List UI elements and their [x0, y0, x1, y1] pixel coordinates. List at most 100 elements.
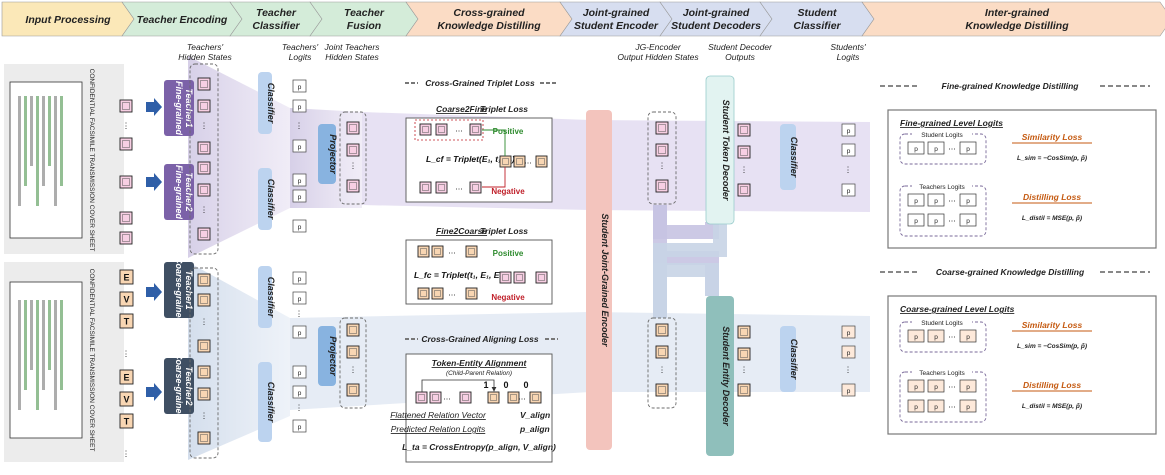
c2f-pos-3-box [469, 123, 482, 136]
doc-line-0-6 [54, 96, 57, 206]
students-logits-label: Students' [830, 42, 866, 52]
jg-coarse-3-box [655, 383, 669, 397]
f2c-anchor-3 [535, 271, 548, 284]
doc-line-1-0 [18, 300, 21, 410]
dec-coarse-out-3-box [737, 383, 751, 397]
f2c-neg-2 [431, 287, 444, 300]
dec-fine-out-3-inner [740, 186, 748, 194]
coarse-teacher-logits-cell-0-2 [959, 379, 977, 393]
coarse-hidden-6-inner [200, 434, 208, 442]
fine-teacher-logits-cell-0-0 [907, 193, 925, 207]
joint-coarse-frame [339, 317, 367, 409]
f2c-pos-2-inner [434, 248, 441, 255]
c2f-neg-3-inner [472, 184, 479, 191]
coarse-hidden-1-inner [200, 276, 208, 284]
jg-coarse-dots: ⋮ [658, 365, 666, 374]
coarse-student-logits-cell-0-2 [959, 329, 977, 343]
entity-label-1-T: T [124, 317, 130, 327]
joint-fine-3-inner [349, 182, 357, 190]
fine-kd-header: Fine-grained Knowledge Distilling [942, 81, 1080, 91]
doc-line-1-2 [30, 300, 33, 370]
fine-teacher-logits-cell-text-1-2: p [966, 218, 970, 225]
teacher-coarse2 [164, 358, 194, 414]
align-token-3 [459, 391, 472, 404]
coarse2fine-title: Coarse2Fine [436, 104, 487, 114]
coarse-hidden-dots: ⋮ [200, 317, 208, 326]
align-token-dots: ⋯ [443, 394, 451, 403]
fine-kd-level-label: Fine-grained Level Logits [900, 118, 1003, 128]
fine-hidden-1-box [197, 77, 211, 91]
triplet-loss-header: Cross-Grained Triplet Loss [425, 78, 535, 88]
fine-token-3-inner [122, 178, 130, 186]
fine-hidden-1-inner [200, 80, 208, 88]
token-entity-alignment-sub: (Child-Parent Relation) [446, 370, 512, 377]
fine-teacher-logits-cell-0-2 [959, 193, 977, 207]
fine-token-1 [119, 99, 133, 113]
fine-token-5-inner [122, 234, 130, 242]
align-entity-1-box [487, 391, 500, 404]
f2c-neg-2-box [431, 287, 444, 300]
student-coarse-logit-text-2: p [847, 350, 851, 357]
classifier-fine2-label: Classifier [266, 179, 276, 220]
student-fine-logit-dots: ⋮ [844, 165, 852, 174]
phase-title-7: Joint-grained [683, 7, 750, 19]
fine-teacher-logit-4 [292, 173, 307, 187]
f2c-neg-1-box [417, 287, 430, 300]
doc-line-1-6 [54, 300, 57, 410]
teachers-logits-label: Teachers' [282, 42, 319, 52]
c2f-anchor-3-inner [538, 158, 545, 165]
dec-coarse-out-2-inner [740, 350, 748, 358]
align-val-3: 0 [523, 380, 528, 390]
align-entity-dots: ⋯ [518, 394, 526, 403]
coarse-hidden-dots-2: ⋮ [200, 411, 208, 420]
fine-token-4-inner [122, 214, 130, 222]
fine-hidden-5-inner [200, 186, 208, 194]
student-joint-encoder [586, 110, 612, 450]
jg-fine-3 [655, 179, 669, 193]
projector-coarse [318, 326, 336, 386]
fine-hidden-4 [197, 161, 211, 175]
student-coarse-logit-3 [841, 383, 856, 397]
fine-similarity-loss-label: Similarity Loss [1022, 132, 1083, 142]
doc-line-0-0 [18, 96, 21, 206]
fine-teacher-logits-cell-text-0-0: p [914, 198, 918, 205]
c2f-anchor-1-inner [502, 158, 509, 165]
jg-encoder-output-label-2: Output Hidden States [617, 52, 699, 62]
phase-title-9: Inter-grained [985, 7, 1050, 19]
coarse-teacher-logits-cell-text-0-2: p [966, 384, 970, 391]
align-val-2: 0 [503, 380, 508, 390]
c2f-pos-dots: ⋯ [455, 126, 463, 135]
fine-token-5-box [119, 231, 133, 245]
doc-line-0-7 [60, 96, 63, 186]
student-joint-encoder-label: Student Joint-Grained Encoder [600, 213, 610, 347]
fine-teacher-logits-cell-1-1 [927, 213, 945, 227]
align-token-3-box [459, 391, 472, 404]
jg-fine-3-box [655, 179, 669, 193]
fine-teacher-logit-text-4: p [298, 178, 302, 185]
fine-hidden-states-frame [189, 63, 219, 255]
coarse-teacher-logits-cell-1-1 [927, 399, 945, 413]
fine-teacher-logit-text-3: p [298, 144, 302, 151]
dec-fine-out-1-inner [740, 126, 748, 134]
dec-fine-out-1 [737, 123, 751, 137]
fine-teacher-logits-cell-text-1-1: p [934, 218, 938, 225]
coarse-kd-header: Coarse-grained Knowledge Distilling [936, 267, 1085, 277]
doc-line-1-4 [42, 300, 45, 390]
fine2coarse-title: Fine2Coarse [436, 226, 487, 236]
coarse-similarity-loss-formula: L_sim = −CosSim(p, p̂) [1017, 342, 1087, 350]
c2f-pos-1-box [419, 123, 432, 136]
input-arrow-4 [146, 383, 162, 401]
align-entity-1-inner [490, 394, 497, 401]
doc-line-1-7 [60, 300, 63, 390]
teachers-hidden-label: Teachers' [187, 42, 224, 52]
classifier-coarse2 [258, 362, 272, 442]
fine-teacher-logit-text-5: p [298, 194, 302, 201]
c2f-pos-2-inner [438, 126, 445, 133]
fine-teacher-logits-title: Teachers Logits [919, 184, 965, 191]
fine-hidden-6-box [197, 227, 211, 241]
fine-hidden-2 [197, 99, 211, 113]
fine2coarse-box [405, 239, 553, 305]
fine-teacher-logits-cell-0-1 [927, 193, 945, 207]
fine-token-4 [119, 211, 133, 225]
